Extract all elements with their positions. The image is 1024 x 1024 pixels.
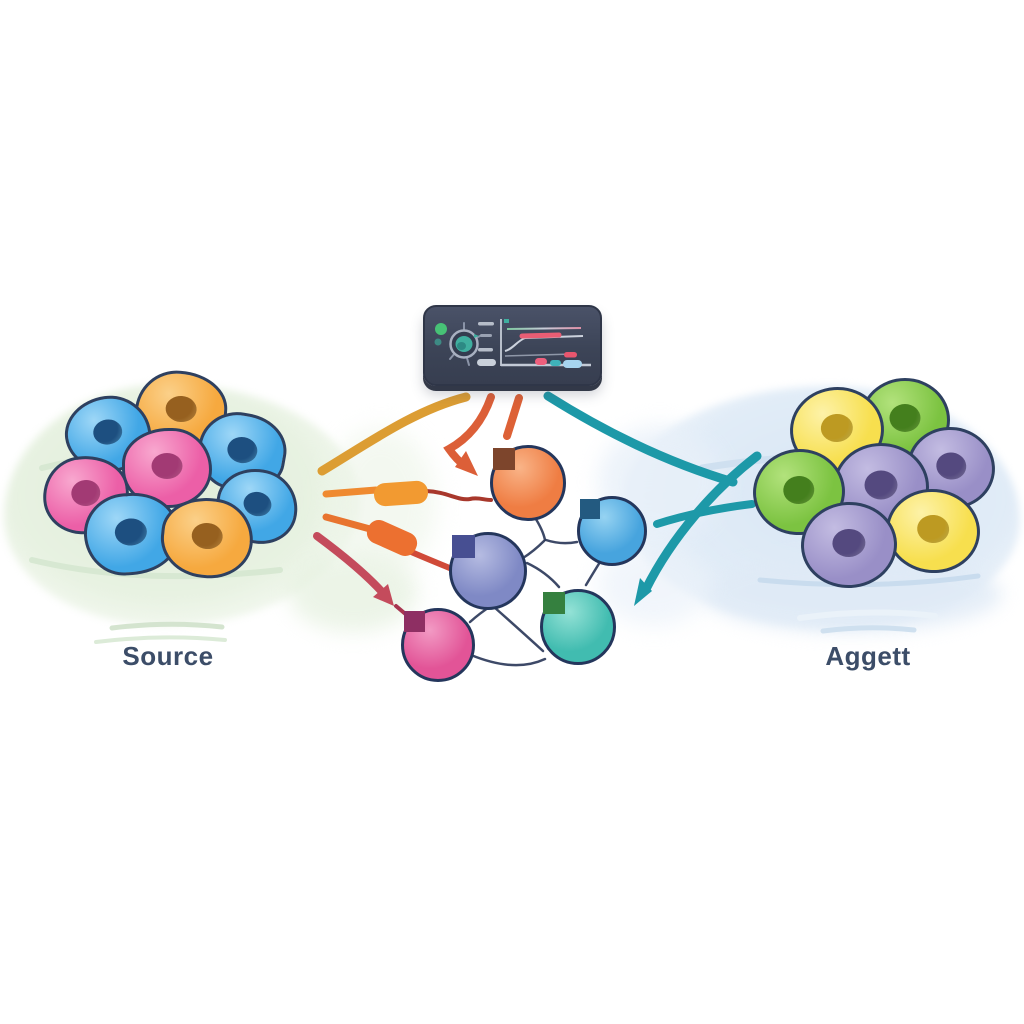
edge-slate-teal <box>525 561 561 589</box>
edge-junction-slate <box>521 539 546 560</box>
cell-nucleus <box>781 474 816 506</box>
dial-knob-icon <box>449 322 483 366</box>
red-to-pink-node-arrow <box>313 532 387 597</box>
cable-bottom-line-right <box>406 548 455 572</box>
cable-connector-top <box>374 480 428 507</box>
mini-line-chart-icon <box>500 319 591 367</box>
slate-network-node <box>449 532 527 610</box>
teal-network-node <box>540 589 616 665</box>
red-to-pink-node-arrow-head <box>373 584 394 606</box>
edge-blue-teal <box>584 560 602 587</box>
dashboard-panel <box>423 305 602 386</box>
amber-flow-arrow <box>317 392 471 476</box>
left-mid-wash <box>326 428 436 578</box>
cell-nucleus <box>190 521 225 551</box>
dashboard-graphics <box>434 319 591 368</box>
settings-bars-icon <box>474 322 496 366</box>
cell-nucleus <box>225 434 260 466</box>
cell-nucleus <box>819 412 854 443</box>
pink-network-node <box>401 608 475 682</box>
panel-to-orange-node-arrow-head <box>455 451 478 476</box>
node-nucleus <box>404 611 425 632</box>
cell-nucleus <box>151 452 183 479</box>
panel-to-right-teal-arrow <box>543 391 738 487</box>
edge-junction-blue <box>544 538 579 545</box>
target-cluster-label: Aggett <box>825 641 911 671</box>
orange-network-node <box>490 445 566 521</box>
cell-nucleus <box>889 403 921 432</box>
cell-nucleus <box>864 470 898 500</box>
node-nucleus <box>493 448 515 470</box>
right-to-teal-node-arrow <box>641 451 762 594</box>
cell-nucleus <box>241 488 274 520</box>
cable-bottom-line-left <box>322 513 374 533</box>
right-to-blue-teal-arrow <box>653 500 756 528</box>
cell-nucleus <box>916 513 951 545</box>
cell-nucleus <box>164 394 198 423</box>
status-dot-small-icon <box>434 338 442 346</box>
cable-top-line-left <box>322 486 380 498</box>
cell-nucleus <box>934 450 969 482</box>
left-cluster-wisp <box>288 552 418 632</box>
node-nucleus <box>543 592 565 614</box>
right-to-teal-node-arrow-head <box>634 578 652 606</box>
source-underline-swoosh-1 <box>109 621 225 631</box>
cell-nucleus <box>113 517 148 547</box>
target-underline-arc <box>797 609 938 621</box>
panel-drop-arrow <box>503 394 523 440</box>
source-cluster-label: Source <box>122 641 214 671</box>
cell-nucleus <box>831 527 867 558</box>
cable-top-line-right <box>424 489 493 502</box>
target-underline-swoosh <box>820 625 917 634</box>
panel-to-orange-node-arrow <box>443 393 495 470</box>
status-dot-icon <box>435 323 447 335</box>
blue-network-node <box>577 496 647 566</box>
edge-pink-teal <box>469 653 547 667</box>
cable-connector-bottom <box>366 519 418 557</box>
edge-slate-teal-low <box>492 605 545 653</box>
legend-pills-icon <box>535 352 582 368</box>
cell-nucleus <box>91 417 124 447</box>
node-nucleus <box>580 499 600 519</box>
node-nucleus <box>452 535 475 558</box>
